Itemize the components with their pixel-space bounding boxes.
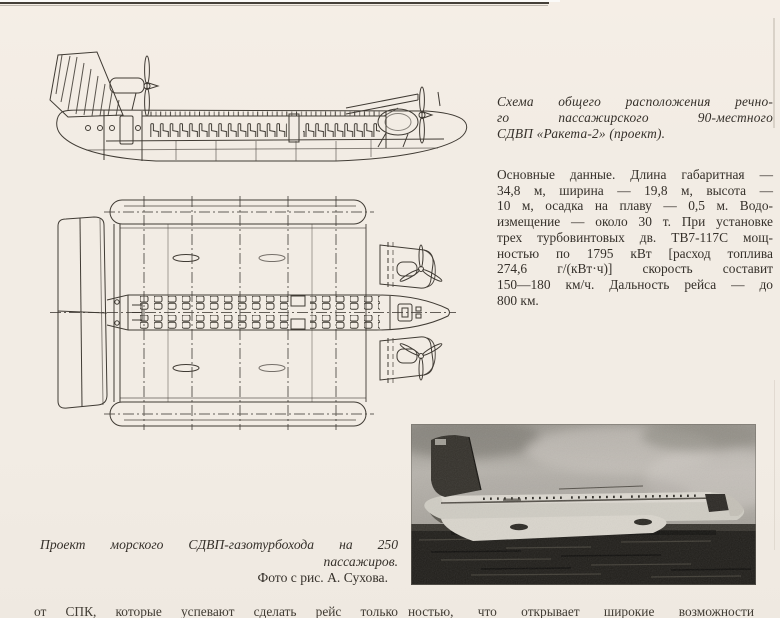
scan-edge-gap bbox=[0, 0, 560, 2]
bottom-text-right: ностью, что открывает широкие возможност… bbox=[408, 604, 754, 618]
caption-line: СДВП «Ракета-2» (проект). bbox=[497, 125, 666, 141]
specs-line: ностью по 1795 кВт [расход топлива bbox=[497, 245, 773, 261]
specs-line: 10 м, осадка на плаву — 0,5 м. Водо- bbox=[497, 198, 773, 214]
specs-line: 274,6 г/(кВт·ч)] скорость составит bbox=[497, 261, 773, 277]
bottom-text-left: от СПК, которые успевают сделать рейс то… bbox=[34, 604, 398, 618]
figure-caption: Схема общего расположения речно- го пасс… bbox=[497, 94, 773, 141]
scan-edge-shadow bbox=[0, 5, 548, 6]
specs-line: 150—180 км/ч. Дальность рейса — до bbox=[497, 276, 773, 292]
plan-view-drawing bbox=[50, 196, 456, 430]
photo-caption: Проект морского СДВП-газотурбохода на 25… bbox=[40, 537, 398, 587]
tail-fin bbox=[49, 51, 124, 118]
photo-caption-line: Проект морского СДВП-газотурбохода на 25… bbox=[40, 537, 398, 552]
vessel-photo bbox=[411, 424, 756, 585]
side-view-drawing bbox=[49, 51, 468, 162]
scan-edge-line bbox=[0, 2, 549, 4]
pontoons bbox=[109, 199, 367, 427]
seat-rows-fwd bbox=[303, 123, 380, 138]
fuselage-plan bbox=[106, 294, 450, 331]
page-edge-right bbox=[773, 18, 775, 128]
specs-line: 34,8 м, ширина — 19,8 м, высота — bbox=[497, 182, 773, 198]
tail-fin-plan bbox=[57, 216, 108, 409]
stern-propeller bbox=[109, 55, 160, 117]
caption-line: го пассажирского 90-местного bbox=[497, 109, 773, 125]
caption-line: Схема общего расположения речно- bbox=[497, 94, 773, 109]
seat-rows-aft bbox=[150, 123, 287, 138]
photo-caption-credit: Фото с рис. А. Сухова. bbox=[257, 570, 388, 586]
cabin-windows bbox=[150, 111, 382, 117]
specs-line: измещение — около 30 т. При установке bbox=[497, 214, 773, 230]
page-edge-right-lower bbox=[774, 380, 775, 550]
specs-line: Основные данные. Длина габаритная — bbox=[497, 167, 773, 182]
photo-caption-line: пассажиров. bbox=[323, 553, 398, 569]
specs-line: 800 км. bbox=[497, 292, 539, 308]
bow-nacelle-top bbox=[379, 241, 444, 289]
specs-paragraph: Основные данные. Длина габаритная — 34,8… bbox=[497, 167, 773, 308]
bow-nacelle-bottom bbox=[379, 336, 444, 384]
specs-line: трех турбовинтовых дв. ТВ7-117С мощ- bbox=[497, 229, 773, 245]
bow-propeller bbox=[345, 86, 441, 148]
